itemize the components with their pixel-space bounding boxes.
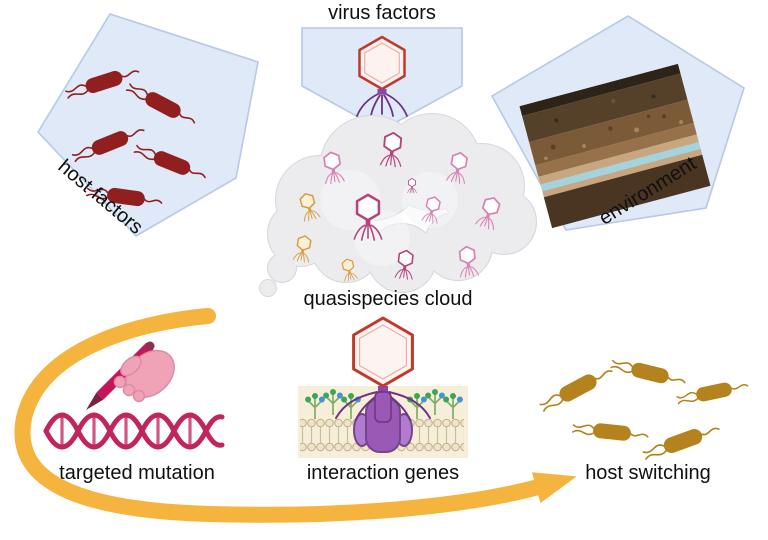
hand-pen-dna-icon [43,341,225,450]
phage-icon [335,316,431,423]
host-switching-icon [537,355,750,464]
bacteria-icon [675,377,750,408]
hand-icon [113,349,175,403]
host-factors-panel [36,13,259,238]
soil-layers-icon [519,63,711,229]
curved-arrow-icon [14,308,577,523]
host-switching-label: host switching [585,462,711,484]
environment-panel [490,15,745,231]
bacteria-icon [537,362,616,416]
bacteria-icon [571,419,650,445]
bacteria-icon [640,419,723,464]
phage-membrane-icon [298,316,468,458]
bacteria-icon [609,355,688,390]
quasispecies-cloud [259,113,537,297]
virus-factors-label: virus factors [328,2,436,24]
targeted-mutation-label: targeted mutation [59,462,215,484]
interaction-genes-label: interaction genes [306,462,460,484]
phage-icon [356,35,408,117]
quasispecies-cloud-label: quasispecies cloud [303,288,473,310]
dna-icon [43,412,225,450]
virus-factors-panel [301,27,463,131]
soil-speckles [544,94,684,161]
